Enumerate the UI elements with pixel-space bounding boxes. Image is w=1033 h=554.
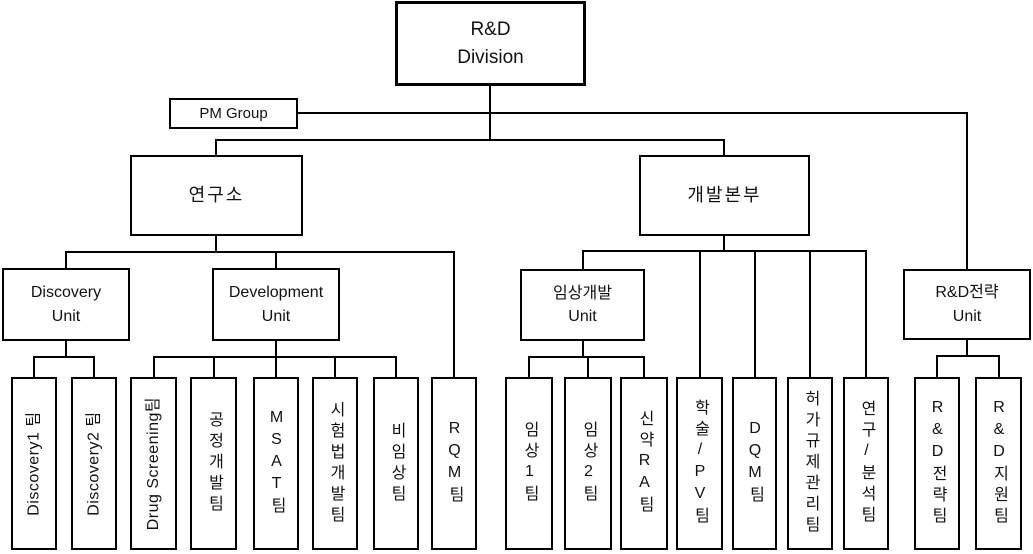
team-drug-screening-label: Drug Screening팀 bbox=[144, 396, 162, 531]
connector-development-subtree bbox=[153, 341, 397, 378]
rd-division-label: R&D Division bbox=[457, 18, 524, 68]
clinical-dev-unit-label: 임상개발 Unit bbox=[553, 284, 612, 325]
org-node-team-discovery1: Discovery1 팀 bbox=[11, 377, 57, 550]
org-node-team-regulatory-affairs: 허가규제관리팀 bbox=[787, 377, 833, 550]
org-node-team-medical-affairs-pv: 학술/PV팀 bbox=[676, 377, 723, 550]
team-discovery1-label: Discovery1 팀 bbox=[25, 411, 43, 516]
team-process-development-label: 공정개발팀 bbox=[205, 411, 223, 516]
connector-discovery-subtree bbox=[33, 341, 95, 378]
org-node-team-rnd-support: R&D지원팀 bbox=[975, 377, 1022, 550]
team-new-drug-ra-label: 신약RA팀 bbox=[636, 410, 653, 517]
connector-research-subtree bbox=[65, 236, 455, 378]
org-node-discovery-unit: Discovery Unit bbox=[2, 268, 130, 341]
team-dqm-label: DQM팀 bbox=[746, 420, 764, 507]
team-analytical-method-dev-label: 시험법개발팀 bbox=[327, 400, 344, 527]
org-node-team-nonclinical: 비임상팀 bbox=[373, 377, 419, 550]
team-msat-label: MSAT팀 bbox=[268, 409, 285, 518]
team-rnd-strategy-label: R&D전략팀 bbox=[929, 399, 946, 528]
org-node-team-dqm: DQM팀 bbox=[732, 377, 777, 550]
org-node-team-analytical-method-dev: 시험법개발팀 bbox=[312, 377, 358, 550]
org-node-rd-division: R&D Division bbox=[395, 1, 586, 86]
org-node-development-unit: Development Unit bbox=[212, 268, 340, 341]
org-node-team-rnd-strategy: R&D전략팀 bbox=[914, 377, 960, 550]
connector-clinical-subtree bbox=[528, 341, 645, 378]
org-node-clinical-dev-unit: 임상개발 Unit bbox=[520, 269, 645, 341]
org-node-team-msat: MSAT팀 bbox=[253, 377, 299, 550]
connector-devhq-subtree bbox=[582, 236, 867, 378]
org-node-team-process-development: 공정개발팀 bbox=[190, 377, 237, 550]
team-clinical1-label: 임상1팀 bbox=[521, 421, 538, 506]
org-node-research-institute: 연구소 bbox=[130, 155, 303, 236]
org-node-team-rqm: RQM팀 bbox=[431, 377, 477, 550]
team-rqm-label: RQM팀 bbox=[446, 420, 463, 507]
team-clinical2-label: 임상2팀 bbox=[580, 421, 597, 506]
org-node-team-drug-screening: Drug Screening팀 bbox=[130, 377, 177, 550]
org-node-team-discovery2: Discovery2 팀 bbox=[71, 377, 117, 550]
team-rnd-support-label: R&D지원팀 bbox=[990, 399, 1008, 528]
org-node-team-clinical1: 임상1팀 bbox=[505, 377, 553, 550]
team-medical-affairs-pv-label: 학술/PV팀 bbox=[691, 399, 709, 528]
research-institute-label: 연구소 bbox=[188, 185, 245, 206]
team-research-analysis-label: 연구/분석팀 bbox=[858, 400, 875, 527]
org-node-rnd-strategy-unit: R&D전략 Unit bbox=[903, 269, 1031, 340]
pm-group-label: PM Group bbox=[199, 104, 268, 122]
org-node-development-headquarters: 개발본부 bbox=[639, 155, 810, 236]
team-nonclinical-label: 비임상팀 bbox=[388, 421, 405, 506]
development-unit-label: Development Unit bbox=[228, 284, 324, 325]
team-discovery2-label: Discovery2 팀 bbox=[85, 411, 103, 516]
connector-pm-line bbox=[298, 112, 968, 269]
rnd-strategy-unit-label: R&D전략 Unit bbox=[935, 284, 999, 325]
development-headquarters-label: 개발본부 bbox=[687, 185, 762, 206]
org-node-pm-group: PM Group bbox=[169, 98, 298, 129]
org-node-team-new-drug-ra: 신약RA팀 bbox=[620, 377, 668, 550]
team-regulatory-affairs-label: 허가규제관리팀 bbox=[802, 390, 819, 537]
discovery-unit-label: Discovery Unit bbox=[30, 284, 102, 325]
connector-strategy-subtree bbox=[936, 340, 1000, 378]
org-node-team-research-analysis: 연구/분석팀 bbox=[843, 377, 889, 550]
org-node-team-clinical2: 임상2팀 bbox=[564, 377, 612, 550]
connector-dept-rail bbox=[215, 139, 725, 156]
